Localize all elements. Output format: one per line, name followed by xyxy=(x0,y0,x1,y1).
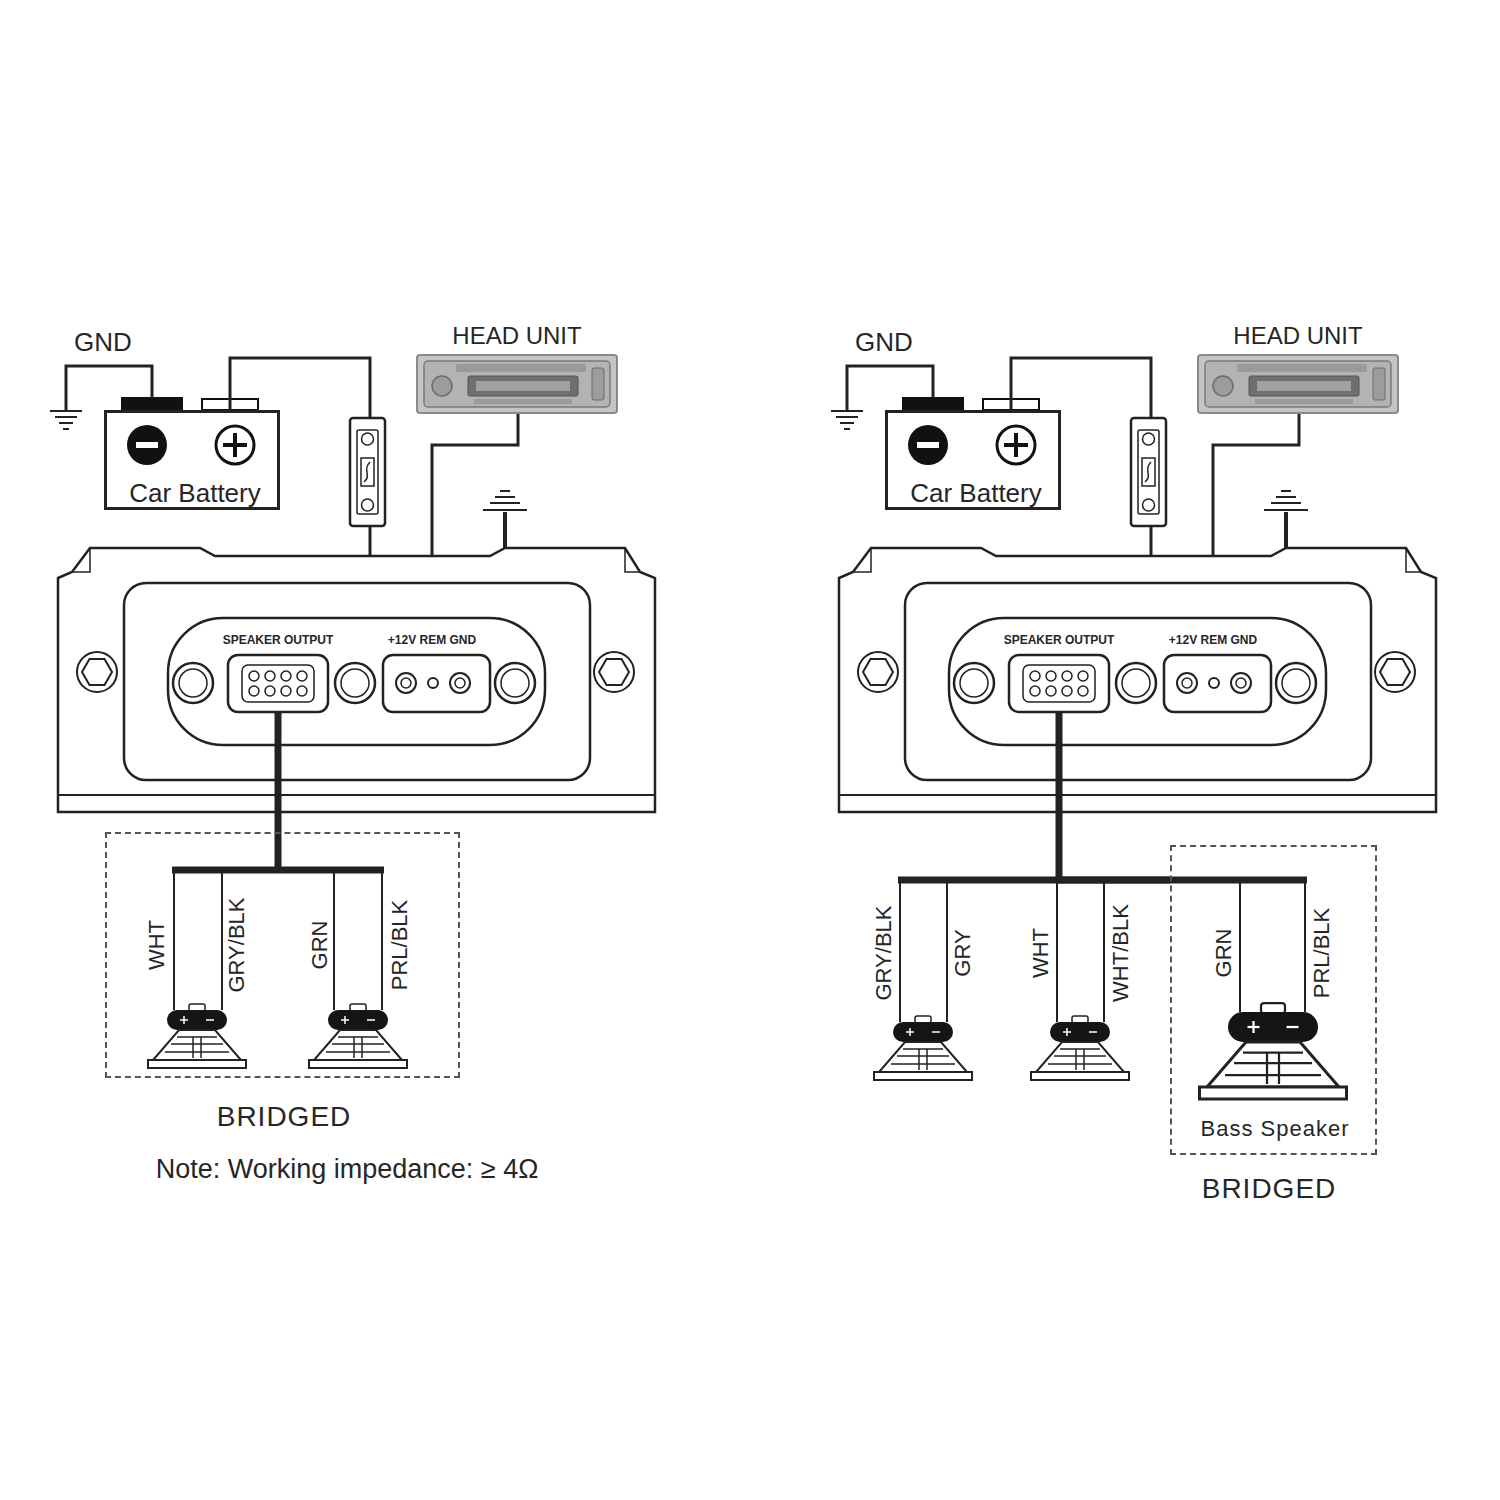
head-unit-faceplate xyxy=(416,354,618,414)
wiring-illustration xyxy=(1200,1003,1347,1099)
wire-color-label: GRN xyxy=(308,921,332,970)
speaker-wires xyxy=(899,880,901,1022)
node-text: Car Battery xyxy=(910,479,1042,508)
speaker-wires xyxy=(173,870,175,1010)
power-wire xyxy=(432,414,518,548)
head-unit: HEAD UNIT xyxy=(416,354,618,414)
node-text: BRIDGED xyxy=(1202,1174,1337,1205)
speaker-cable xyxy=(1059,812,1170,880)
wire-color-label: WHT xyxy=(1029,928,1053,978)
speaker-wires xyxy=(1103,880,1105,1022)
head-unit-faceplate xyxy=(1198,355,1398,413)
wire-color-label: WHT/BLK xyxy=(1109,904,1133,1002)
node-text: +12V REM GND xyxy=(1167,634,1259,647)
head-unit-faceplate xyxy=(417,355,617,413)
wire-color-label: GRY/BLK xyxy=(872,906,896,1001)
speaker-wires xyxy=(333,870,335,1010)
wiring-illustration xyxy=(1031,1016,1129,1080)
speaker-wires xyxy=(275,832,282,870)
head-unit-faceplate xyxy=(1213,376,1233,396)
speaker-wires xyxy=(1304,880,1306,1012)
speaker-wires xyxy=(1056,880,1058,1022)
fuse-illustration xyxy=(1131,418,1166,526)
head-unit-faceplate xyxy=(456,364,586,372)
wiring-illustration xyxy=(148,1004,246,1068)
head-unit-faceplate xyxy=(1205,361,1391,407)
text-label: GND xyxy=(855,328,913,357)
head-unit-faceplate xyxy=(474,399,572,404)
speaker-wires xyxy=(172,867,384,874)
node-text: BRIDGED xyxy=(217,1102,352,1133)
head-unit: HEAD UNIT xyxy=(1197,354,1399,414)
text-label: GND xyxy=(74,328,132,357)
wiring-illustration xyxy=(839,548,1436,812)
head-unit-faceplate xyxy=(432,376,452,396)
amplifier: SPEAKER OUTPUT +12V REM GND xyxy=(58,548,655,812)
node-text: Car Battery xyxy=(129,479,261,508)
wire-color-label: GRY/BLK xyxy=(225,898,249,993)
battery-box: Car Battery xyxy=(104,410,280,510)
wire-color-label: WHT xyxy=(145,920,169,970)
head-unit-faceplate xyxy=(1249,376,1359,396)
node-text: HEAD UNIT xyxy=(1233,323,1362,349)
wire-color-label: PRL/BLK xyxy=(1310,908,1334,999)
node-text: +12V REM GND xyxy=(386,634,478,647)
fuse-illustration xyxy=(350,418,385,526)
node-text: SPEAKER OUTPUT xyxy=(1002,634,1117,647)
head-unit-faceplate xyxy=(1257,381,1351,391)
speaker-wires xyxy=(221,870,223,1010)
text-label: Note: Working impedance: ≥ 4Ω xyxy=(156,1155,539,1185)
speaker-cable xyxy=(275,812,282,832)
speaker-wires xyxy=(946,880,948,1022)
wiring-illustration xyxy=(874,1016,972,1080)
head-unit-faceplate xyxy=(424,361,610,407)
amplifier: SPEAKER OUTPUT +12V REM GND xyxy=(839,548,1436,812)
wiring-illustration xyxy=(58,548,655,812)
head-unit-faceplate xyxy=(1237,364,1367,372)
head-unit-faceplate xyxy=(1197,354,1399,414)
node-text: HEAD UNIT xyxy=(452,323,581,349)
wire-color-label: PRL/BLK xyxy=(388,900,412,991)
head-unit-faceplate xyxy=(468,376,578,396)
power-wire xyxy=(1213,414,1299,548)
wire-color-label: GRY xyxy=(951,929,975,976)
head-unit-faceplate xyxy=(476,381,570,391)
node-text: Bass Speaker xyxy=(1201,1117,1350,1141)
speaker-wires xyxy=(381,870,383,1010)
bass-speaker-group: Bass SpeakerBRIDGED xyxy=(1170,845,1377,1155)
head-unit-faceplate xyxy=(1255,399,1353,404)
battery-box: Car Battery xyxy=(885,410,1061,510)
speaker-wires xyxy=(1239,880,1241,1012)
head-unit-faceplate xyxy=(592,368,604,400)
node-text: SPEAKER OUTPUT xyxy=(221,634,336,647)
speaker-wires xyxy=(172,832,1307,1022)
wiring-illustration xyxy=(309,1004,407,1068)
wire-color-label: GRN xyxy=(1212,929,1236,978)
head-unit-faceplate xyxy=(1373,368,1385,400)
